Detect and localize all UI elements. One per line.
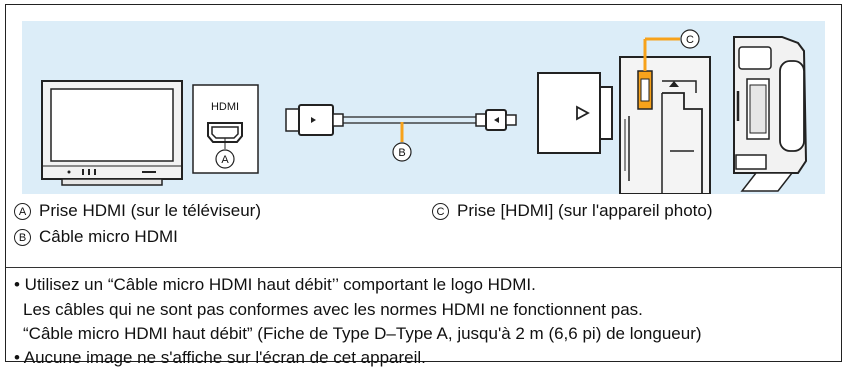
divider: [6, 267, 841, 268]
legend-a-text: Prise HDMI (sur le téléviseur): [39, 201, 261, 220]
callout-b-circle: [392, 142, 412, 162]
connection-diagram: HDMI A B: [41, 29, 808, 194]
callout-c-circle: [680, 29, 700, 49]
plug-insertion-icon: [537, 72, 613, 154]
callout-a-circle: [215, 149, 235, 169]
legend-c-text: Prise [HDMI] (sur l'appareil photo): [457, 201, 713, 220]
micro-hdmi-cable-icon: B: [285, 104, 517, 162]
hdmi-port-label: HDMI: [211, 101, 239, 113]
connection-illustration: HDMI A B: [22, 21, 825, 194]
legend-item-a: A Prise HDMI (sur le téléviseur): [14, 201, 261, 221]
callout-b-text: B: [398, 147, 405, 159]
legend-a-mark: A: [14, 203, 31, 220]
camera-terminal-closeup-icon: C: [619, 29, 711, 194]
legend-item-c: C Prise [HDMI] (sur l'appareil photo): [432, 201, 713, 221]
legend-item-b: B Câble micro HDMI: [14, 227, 178, 247]
camera-body-icon: [733, 36, 808, 192]
note-line-4: • Aucune image ne s'affiche sur l'écran …: [14, 348, 426, 367]
legend-b-text: Câble micro HDMI: [39, 227, 178, 246]
legend-c-mark: C: [432, 203, 449, 220]
note-line-3: “Câble micro HDMI haut débit” (Fiche de …: [23, 324, 702, 343]
manual-panel: HDMI A B: [5, 4, 842, 367]
legend-b-mark: B: [14, 229, 31, 246]
callout-c-text: C: [686, 34, 694, 46]
callout-a-text: A: [221, 154, 229, 166]
tv-hdmi-port-icon: HDMI A: [192, 84, 259, 174]
note-line-1: • Utilisez un “Câble micro HDMI haut déb…: [14, 275, 536, 294]
note-line-2: Les câbles qui ne sont pas conformes ave…: [23, 300, 643, 319]
television-icon: [41, 80, 183, 186]
